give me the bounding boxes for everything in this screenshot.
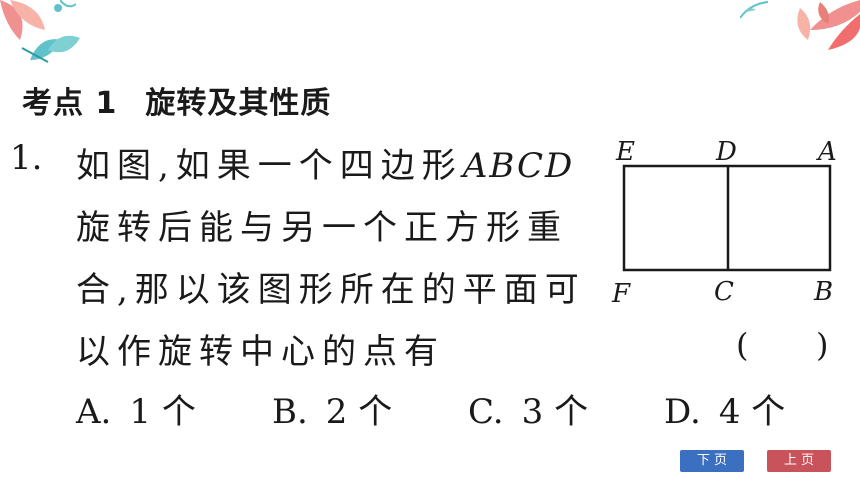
leaf-decoration-small	[60, 0, 76, 8]
option-b-letter: B.	[272, 392, 308, 432]
leaf-decoration-small-right	[740, 1, 769, 19]
question-line-1: 如图,如果一个四边形ABCD	[76, 138, 574, 187]
section-heading: 考点 1 旋转及其性质	[22, 78, 331, 122]
question-line-4: 以作旋转中心的点有	[76, 332, 445, 372]
label-c: C	[714, 277, 734, 307]
option-c-text: 3 个	[521, 392, 589, 432]
floral-decoration-left	[0, 0, 80, 63]
floral-decoration-right	[797, 0, 860, 50]
option-b-text: 2 个	[325, 392, 393, 432]
label-b: B	[813, 277, 833, 307]
previous-page-button[interactable]: 上 页	[767, 450, 831, 472]
quadrilateral-name: ABCD	[462, 146, 575, 186]
question-line-2: 旋转后能与另一个正方形重	[76, 208, 568, 248]
geometry-figure: E D A F C B	[611, 137, 837, 309]
question-text-1: 如图,如果一个四边形	[76, 146, 463, 186]
option-a-letter: A.	[76, 392, 112, 432]
option-d-text: 4 个	[718, 392, 786, 432]
question-line-3: 合,那以该图形所在的平面可	[76, 270, 586, 310]
option-c-letter: C.	[468, 392, 504, 432]
label-e: E	[615, 137, 635, 167]
option-b[interactable]: B. 2 个	[272, 384, 392, 433]
label-f: F	[611, 279, 631, 309]
option-d-letter: D.	[664, 392, 701, 432]
option-d[interactable]: D. 4 个	[664, 384, 785, 433]
section-title: 旋转及其性质	[145, 86, 332, 121]
label-a: A	[816, 137, 837, 167]
answer-paren-open: (	[736, 326, 749, 364]
next-page-button[interactable]: 下 页	[680, 450, 744, 472]
section-label: 考点 1	[22, 86, 118, 121]
label-d: D	[715, 137, 737, 167]
option-a[interactable]: A. 1 个	[76, 384, 196, 433]
question-number: 1.	[10, 138, 43, 178]
option-c[interactable]: C. 3 个	[468, 384, 588, 433]
option-a-text: 1 个	[129, 392, 196, 432]
answer-paren-close: )	[816, 326, 829, 364]
